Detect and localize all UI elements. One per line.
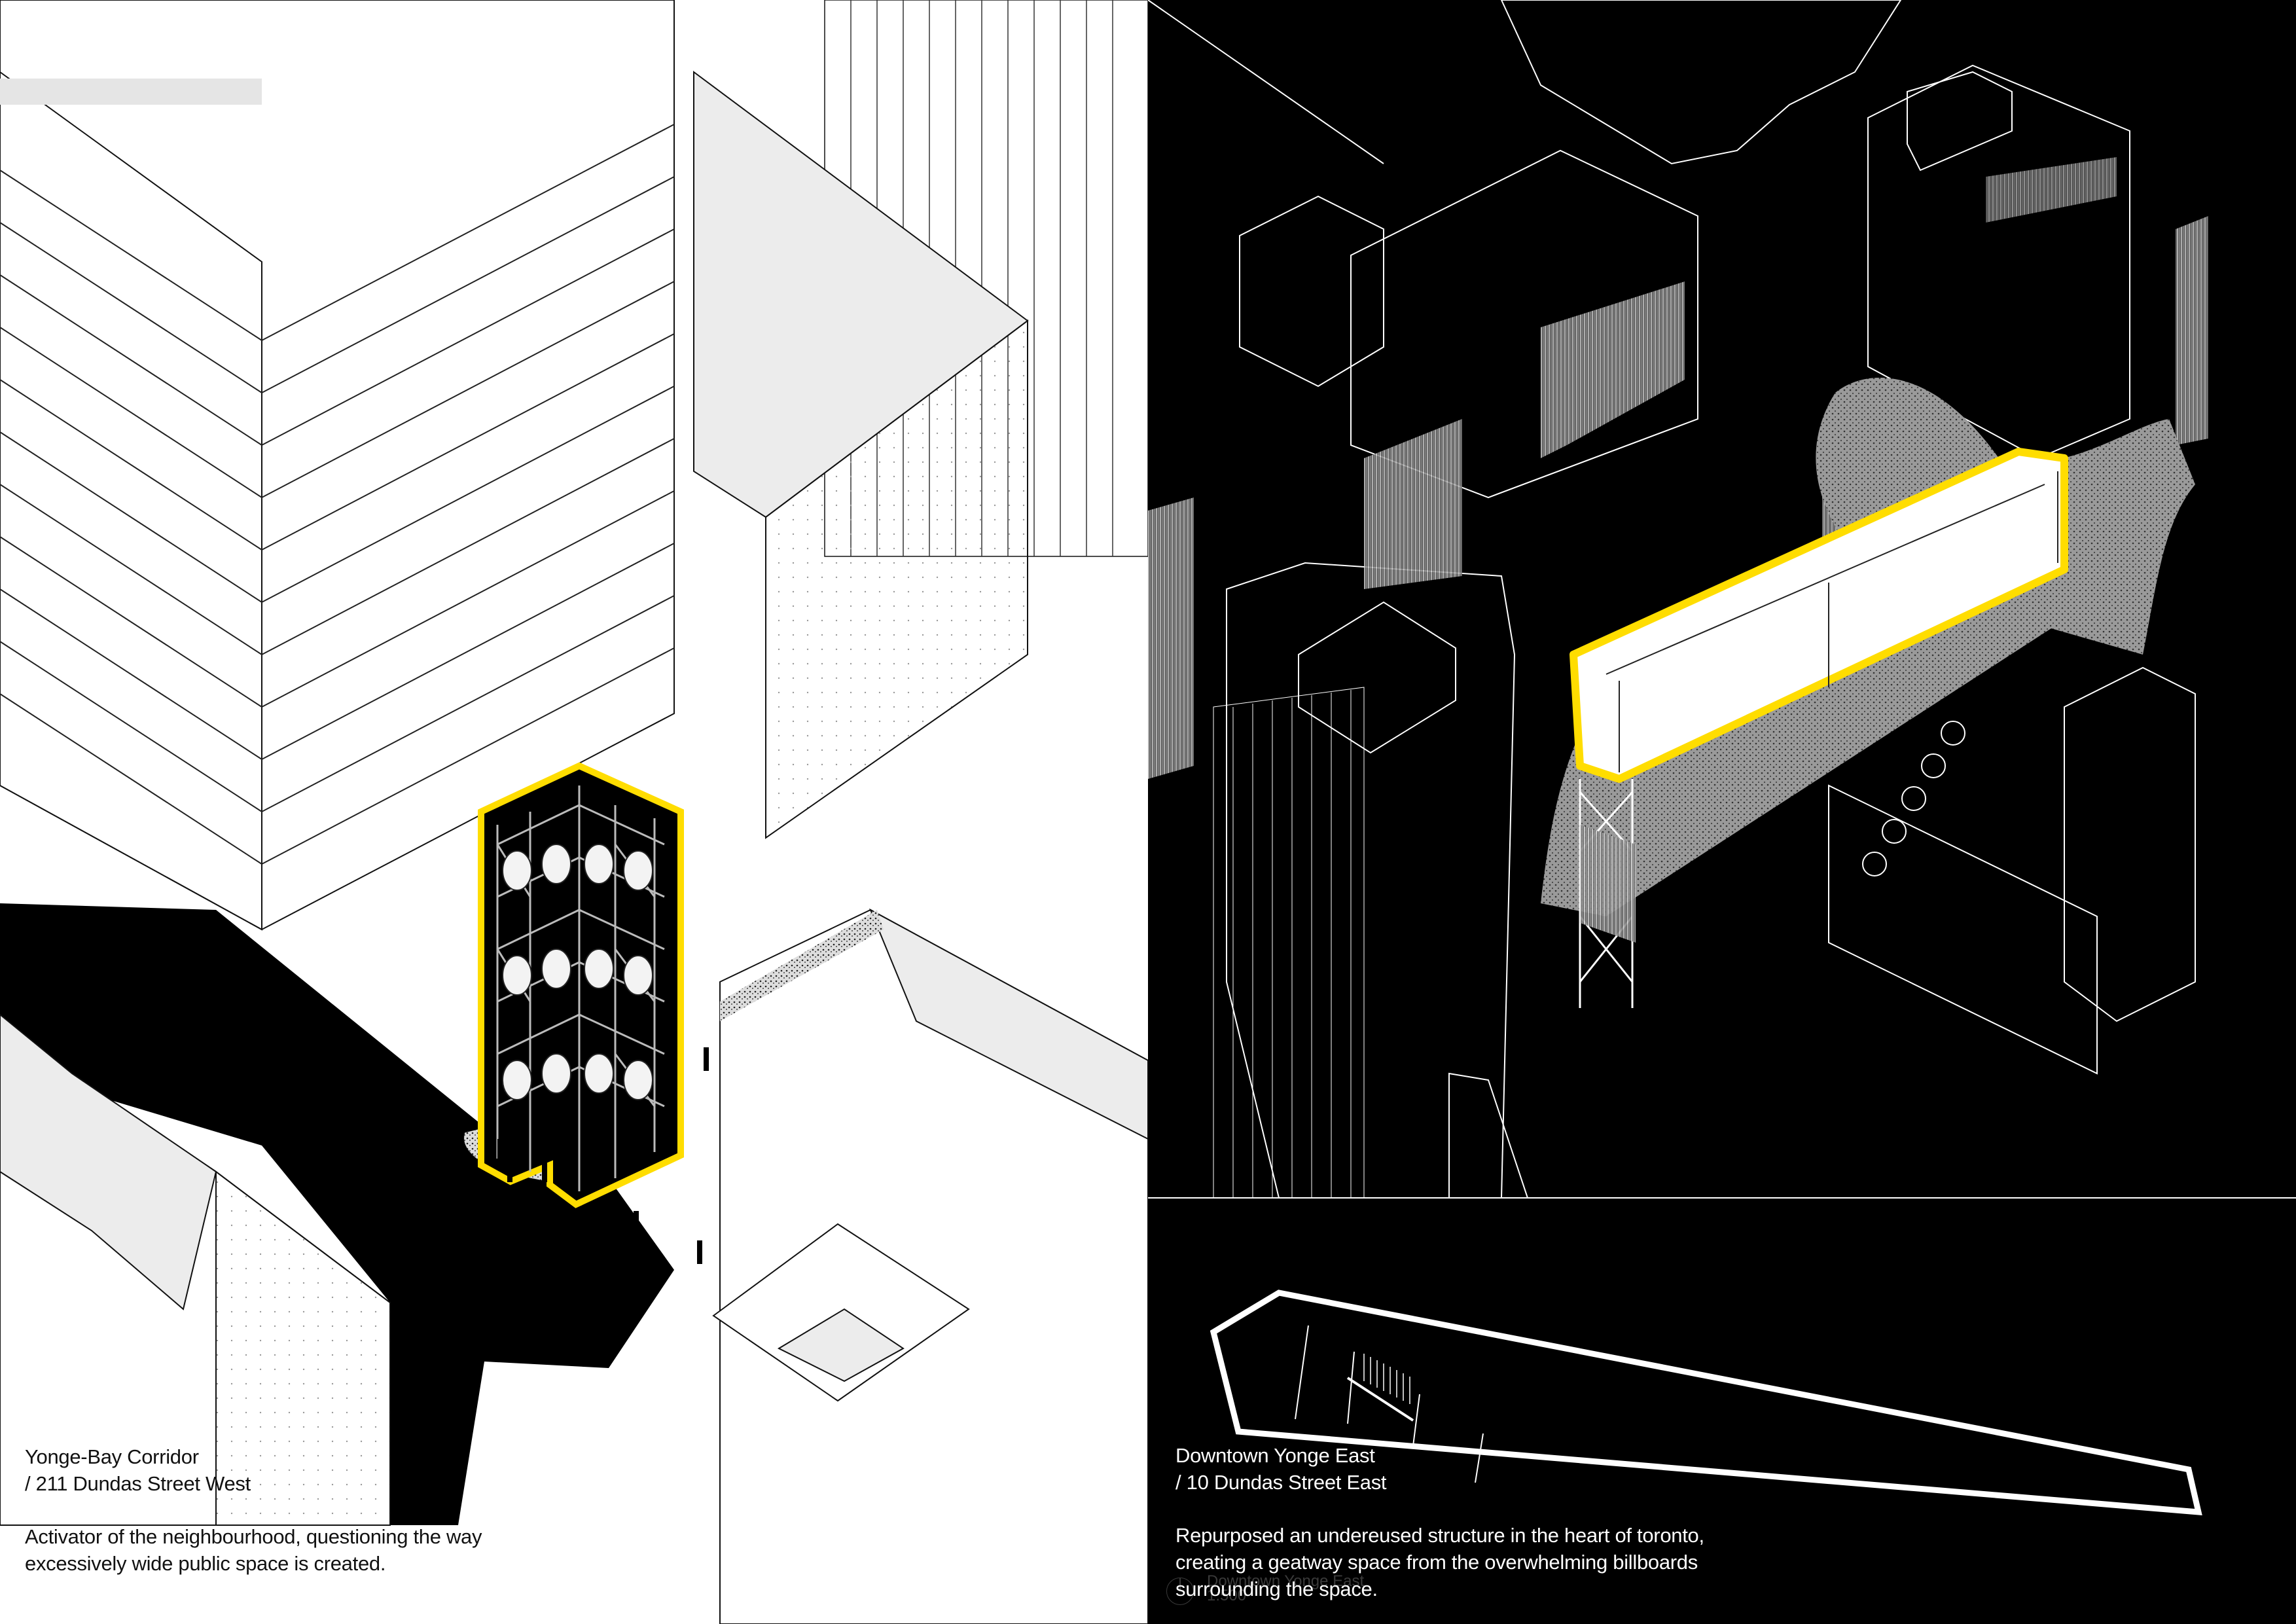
street-trees — [1862, 721, 1965, 876]
project-address: / 10 Dundas Street East — [1175, 1471, 1387, 1494]
billboards — [1148, 157, 2208, 779]
project-description: Activator of the neighbourhood, question… — [25, 1523, 614, 1577]
foreground-block-right — [712, 908, 1148, 1624]
foreground-block-left — [0, 1013, 391, 1526]
project-title: Downtown Yonge East — [1175, 1444, 1375, 1467]
tall-tower-left — [0, 0, 675, 931]
description-line: Repurposed an undereused structure in th… — [1175, 1524, 1704, 1547]
ghost-label-scale: 1:500 — [1207, 1587, 1247, 1604]
ghost-label-title: Downtown Yonge East — [1207, 1572, 1365, 1590]
description-line: excessively wide public space is created… — [25, 1552, 386, 1575]
project-caption-left: Yonge-Bay Corridor / 211 Dundas Street W… — [25, 1443, 614, 1577]
project-title: Yonge-Bay Corridor — [25, 1445, 199, 1468]
pedestrian-figures — [326, 1021, 709, 1264]
description-line: surrounding the space. — [1175, 1578, 1378, 1600]
isometric-drawing-yonge-bay — [0, 0, 1148, 1624]
isometric-drawing-downtown-yonge — [1148, 0, 2296, 1515]
left-panel-yonge-bay: Yonge-Bay Corridor / 211 Dundas Street W… — [0, 0, 1148, 1624]
description-line: creating a geatway space from the overwh… — [1175, 1551, 1698, 1574]
project-address: / 211 Dundas Street West — [25, 1472, 251, 1495]
mid-building-dotted — [693, 71, 1029, 839]
right-panel-downtown-yonge: Downtown Yonge East 1:500 Downtown Yonge… — [1148, 0, 2296, 1624]
ghost-drawing-label: Downtown Yonge East 1:500 — [1207, 1572, 1365, 1604]
tower-grid-facade — [1213, 687, 1365, 1199]
bridge-structure — [1570, 448, 2068, 1008]
description-line: Activator of the neighbourhood, question… — [25, 1525, 482, 1548]
scaffold-tower — [478, 762, 684, 1208]
north-arrow-icon — [1166, 1578, 1194, 1605]
street-black — [0, 903, 674, 1525]
project-caption-right: Downtown Yonge East / 10 Dundas Street E… — [1175, 1442, 1804, 1602]
bridge-floor-plan — [1210, 1290, 2202, 1515]
project-description: Repurposed an undereused structure in th… — [1175, 1522, 1804, 1602]
